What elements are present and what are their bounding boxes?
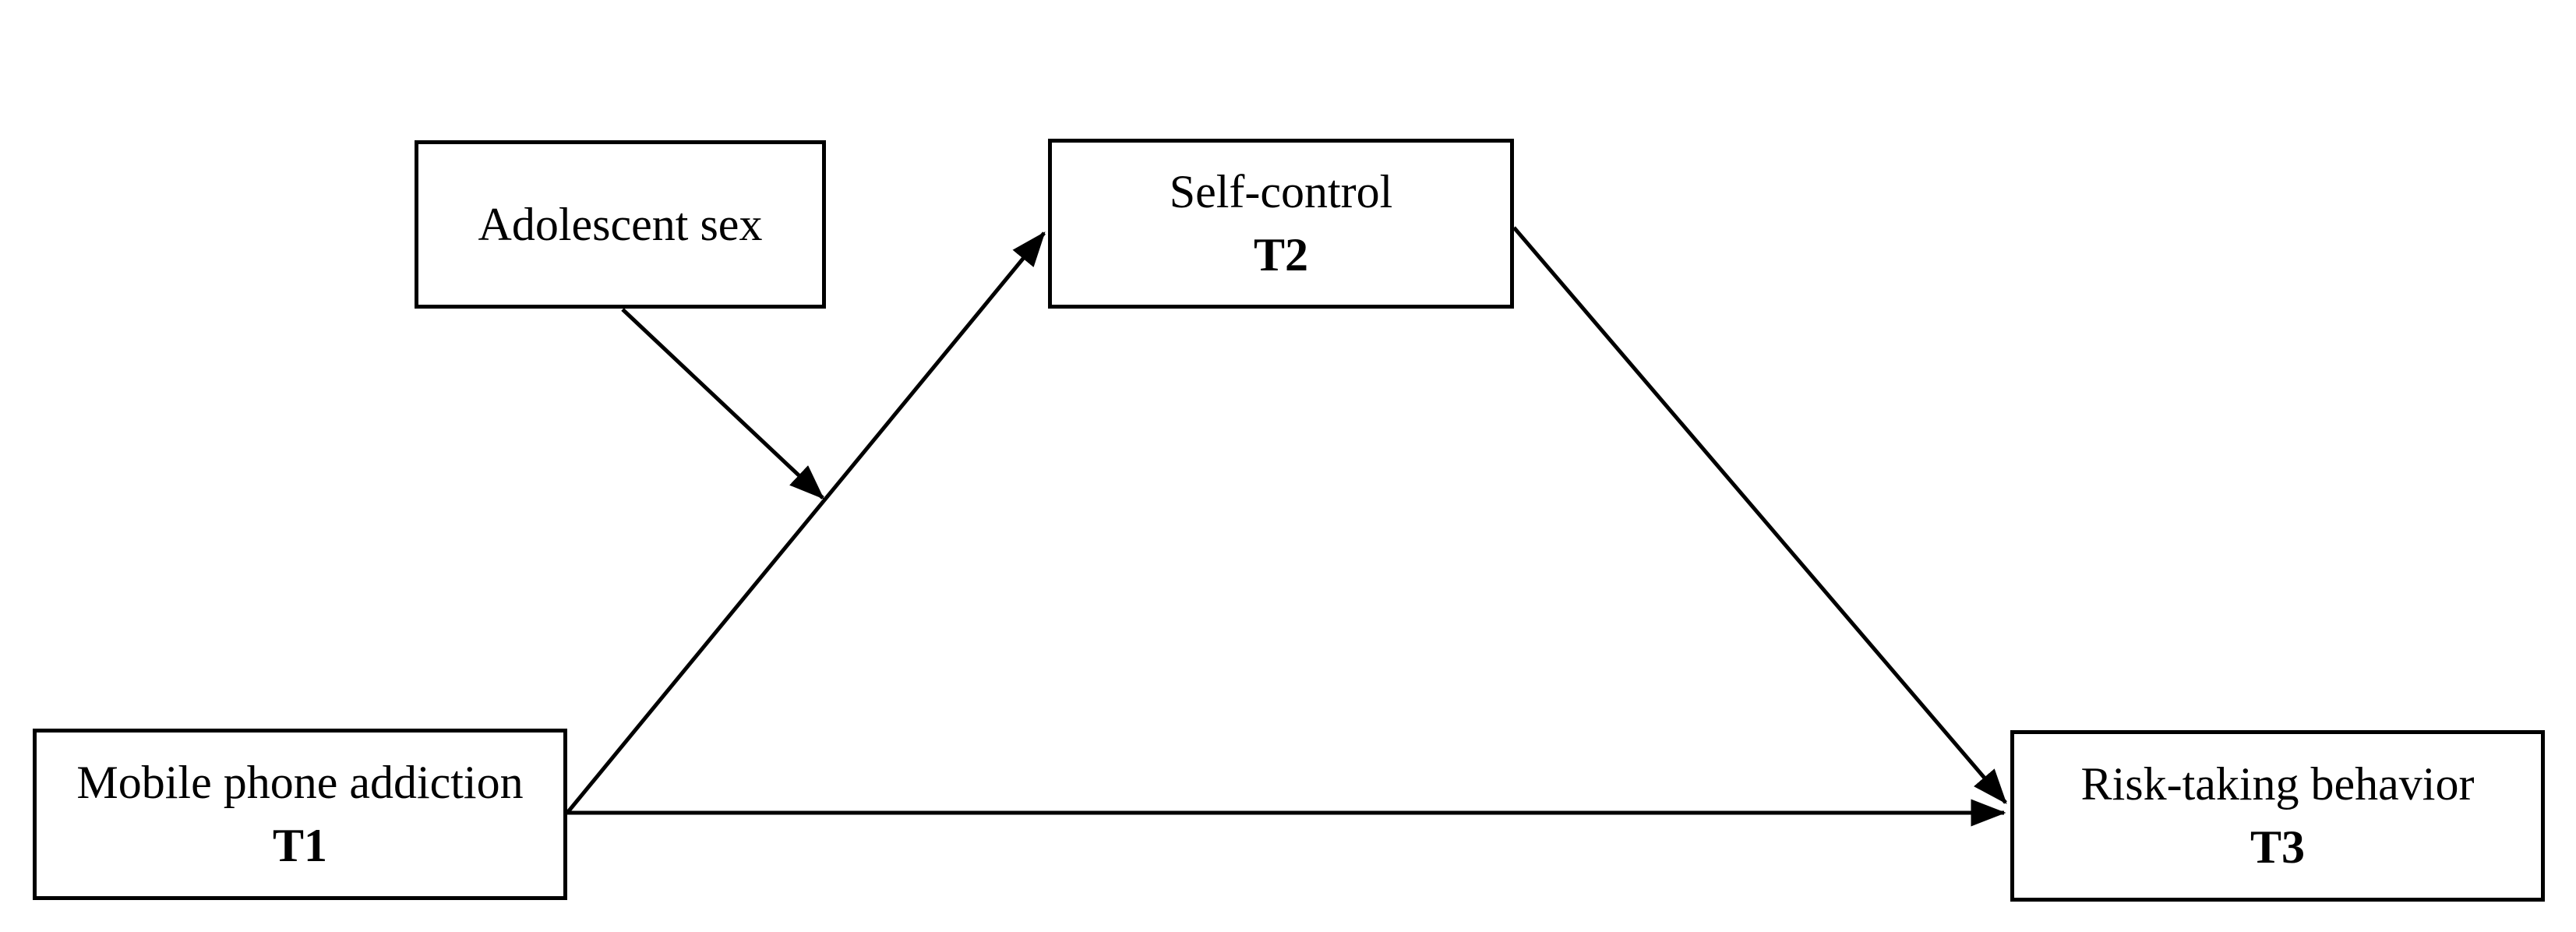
node-self-control-t2: Self-control T2 <box>1048 139 1514 309</box>
node-risk-taking-behavior-label: Risk-taking behavior <box>2080 758 2475 810</box>
node-risk-taking-behavior-t3: Risk-taking behavior T3 <box>2010 730 2545 902</box>
node-self-control-label: Self-control <box>1169 166 1393 217</box>
node-risk-taking-behavior-sublabel: T3 <box>2250 821 2306 873</box>
node-mobile-phone-addiction-sublabel: T1 <box>272 820 328 871</box>
arrow-moderation-sex-to-a-path <box>621 308 824 500</box>
node-self-control-sublabel: T2 <box>1253 229 1309 281</box>
arrow-t1-to-t2 <box>566 231 1046 814</box>
node-mobile-phone-addiction-label: Mobile phone addiction <box>76 757 524 808</box>
node-mobile-phone-addiction-t1: Mobile phone addiction T1 <box>33 729 567 900</box>
node-adolescent-sex-label: Adolescent sex <box>478 198 763 250</box>
node-adolescent-sex: Adolescent sex <box>415 140 826 309</box>
arrow-t2-to-t3 <box>1512 226 2007 804</box>
